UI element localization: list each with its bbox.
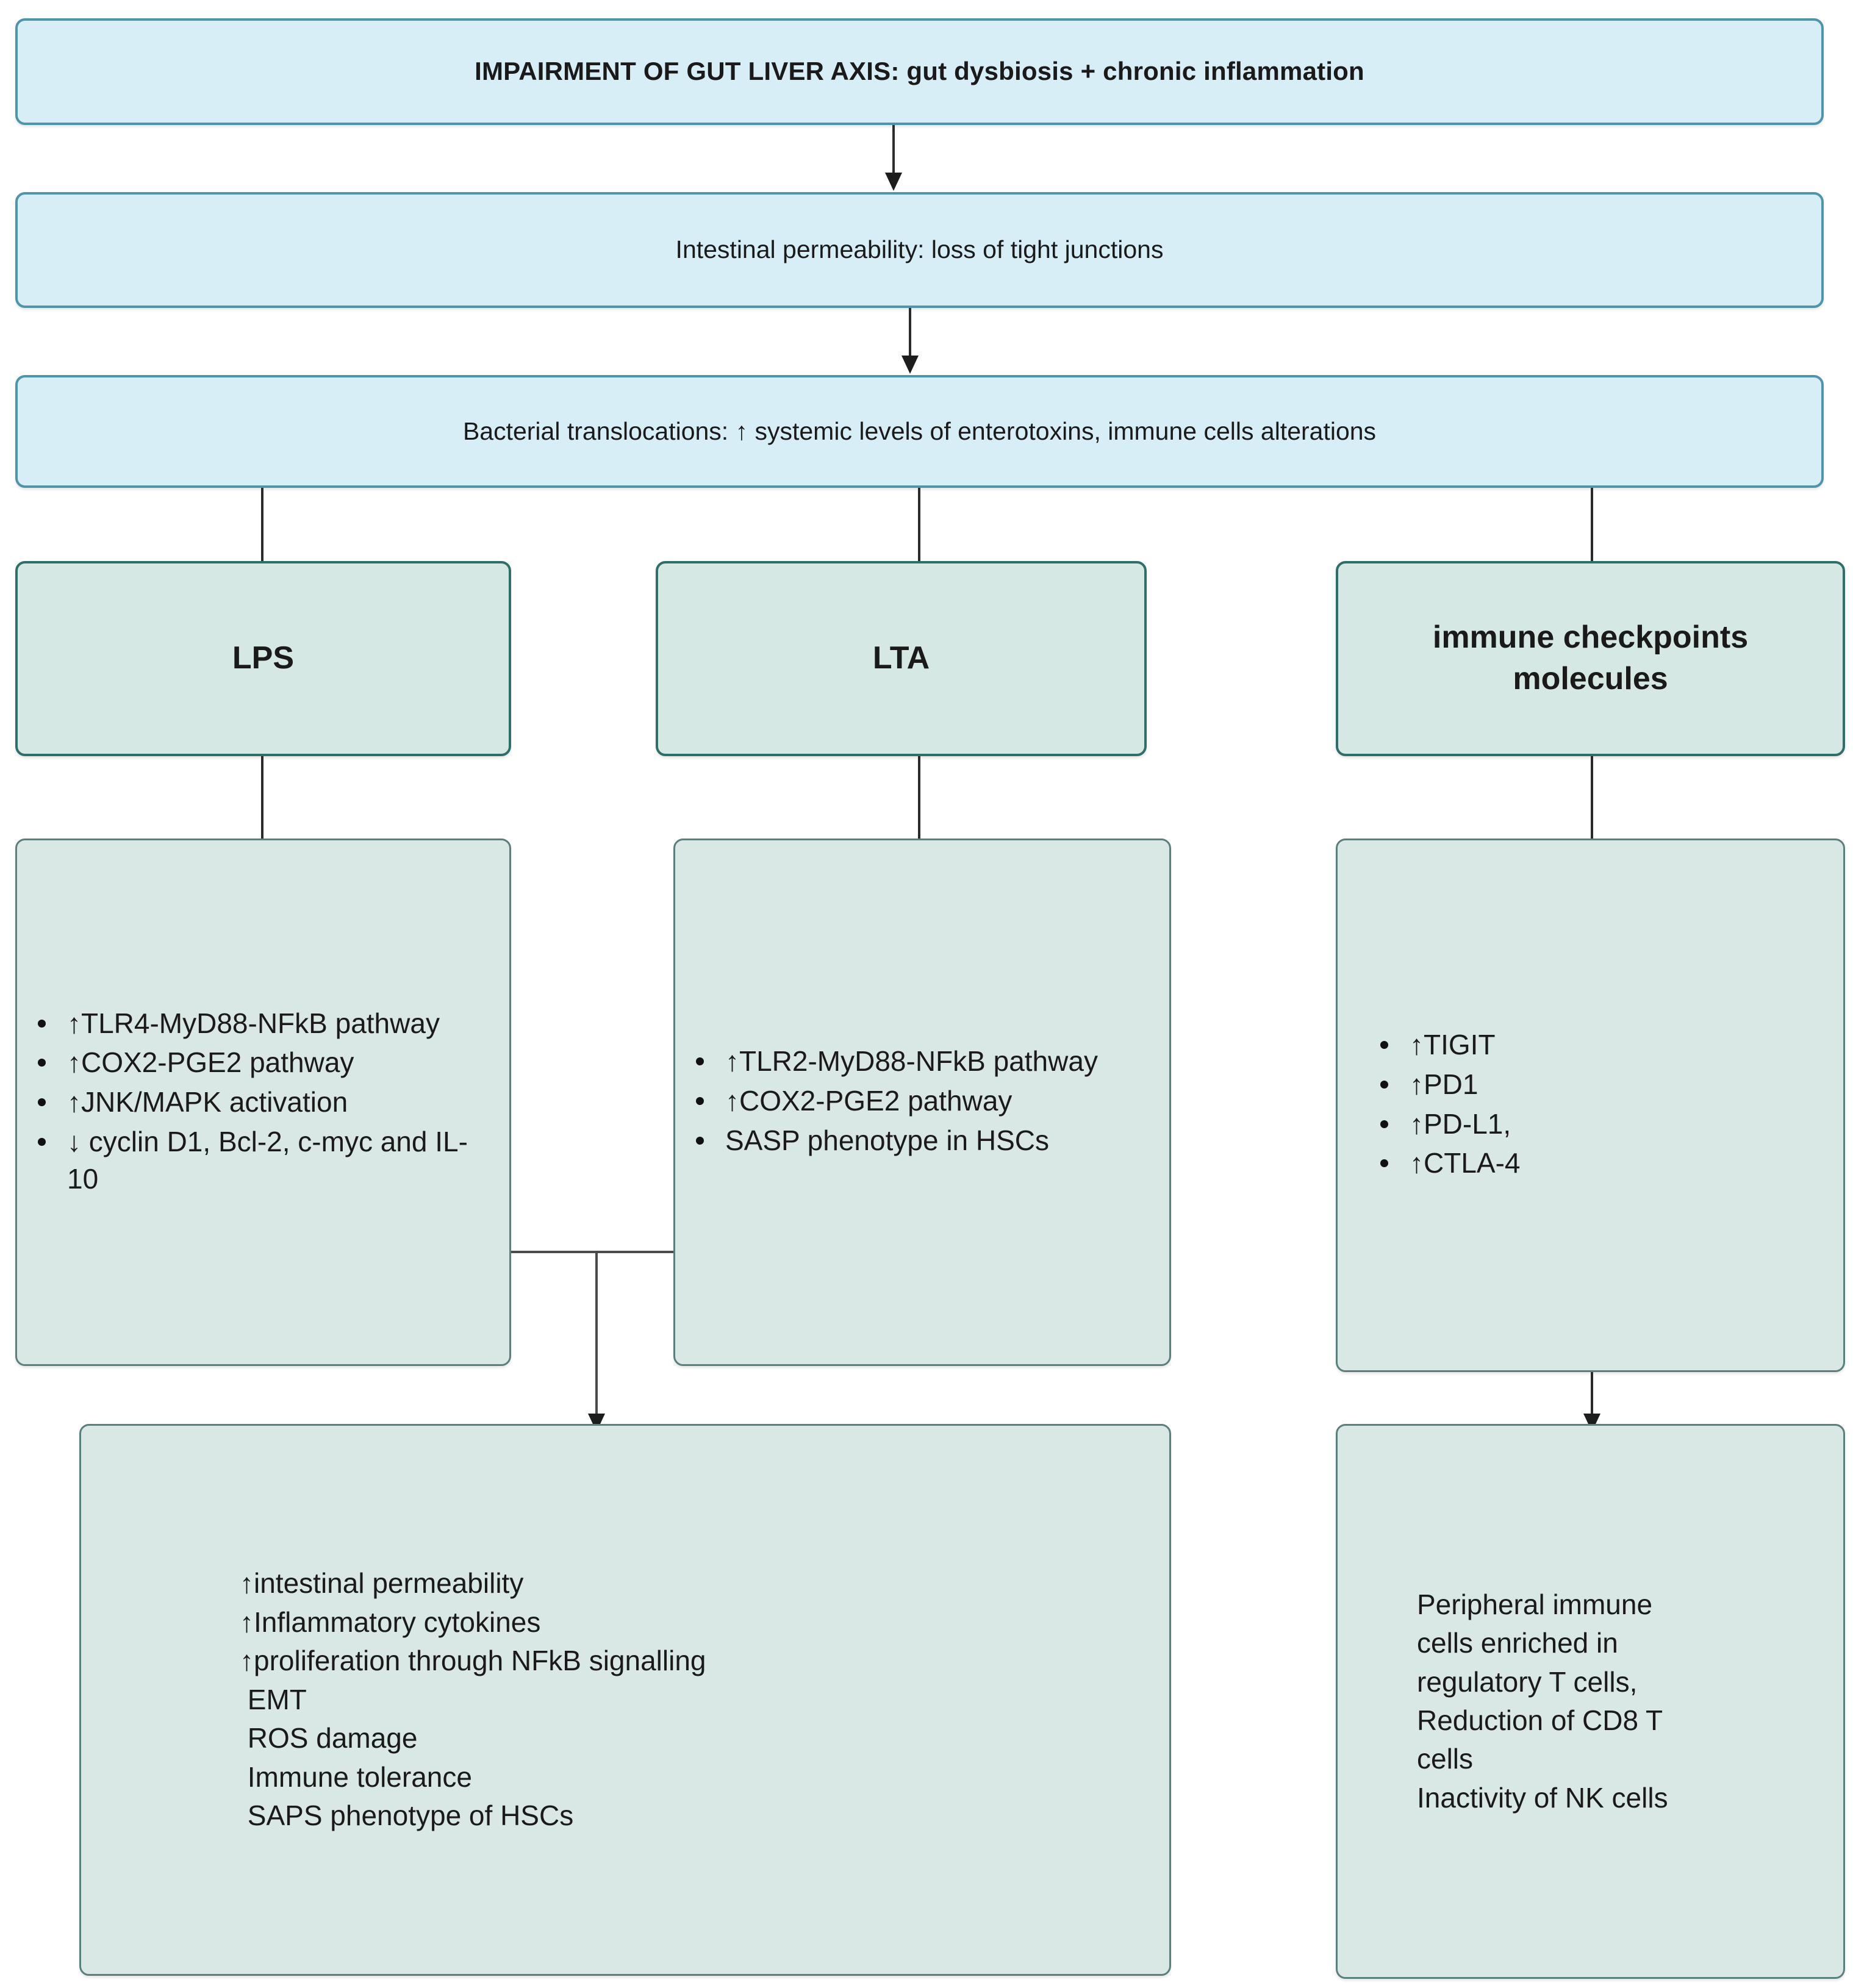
- list-item: EMT: [240, 1683, 307, 1715]
- node-lps-label: LPS: [232, 640, 295, 676]
- list-item: cells: [1417, 1743, 1474, 1775]
- list-item: ↑TIGIT: [1369, 1026, 1821, 1064]
- outcomes-left-box: ↑intestinal permeability ↑Inflammatory cy…: [79, 1424, 1171, 1976]
- lps-details-list: ↑TLR4-MyD88-NFkB pathway↑COX2-PGE2 pathw…: [17, 1005, 509, 1200]
- intestinal-permeability-label: Intestinal permeability: loss of tight j…: [675, 235, 1164, 264]
- connector-lps-to-details: [261, 756, 263, 840]
- list-item: SAPS phenotype of HSCs: [240, 1800, 574, 1832]
- intestinal-permeability-box: Intestinal permeability: loss of tight j…: [15, 192, 1824, 308]
- outcomes-left-list: ↑intestinal permeability ↑Inflammatory cy…: [81, 1564, 1169, 1835]
- list-item: ↓ cyclin D1, Bcl-2, c-myc and IL-10: [27, 1123, 487, 1197]
- connector-translocation-to-lps: [261, 488, 263, 562]
- checkpoints-details-box: ↑TIGIT↑PD1↑PD-L1,↑CTLA-4: [1336, 838, 1845, 1372]
- lta-details-box: ↑TLR2-MyD88-NFkB pathway↑COX2-PGE2 pathw…: [673, 838, 1171, 1366]
- list-item: ↑intestinal permeability: [240, 1567, 524, 1600]
- bacterial-translocations-label: Bacterial translocations: ↑ systemic lev…: [462, 417, 1377, 445]
- list-item: ↑proliferation through NFkB signalling: [240, 1645, 706, 1677]
- connector-translocation-to-lta: [918, 488, 920, 562]
- arrowhead-title-to-permeability: [885, 173, 902, 191]
- list-item: ↑Inflammatory cytokines: [240, 1606, 541, 1638]
- node-immune-checkpoints-label: immune checkpoints molecules: [1432, 620, 1749, 696]
- impairment-gut-liver-axis-box: IMPAIRMENT OF GUT LIVER AXIS: gut dysbio…: [15, 18, 1824, 125]
- connector-title-to-permeability: [892, 125, 895, 174]
- connector-lta-to-details: [918, 756, 920, 840]
- list-item: ↑TLR4-MyD88-NFkB pathway: [27, 1005, 487, 1042]
- lps-details-box: ↑TLR4-MyD88-NFkB pathway↑COX2-PGE2 pathw…: [15, 838, 511, 1366]
- connector-checkpoints-to-details: [1591, 756, 1593, 840]
- list-item: ROS damage: [240, 1722, 418, 1754]
- list-item: ↑PD1: [1369, 1066, 1821, 1103]
- connector-checkpoints-to-outcomes: [1591, 1372, 1593, 1423]
- node-lta-label: LTA: [872, 640, 930, 676]
- lta-details-list: ↑TLR2-MyD88-NFkB pathway↑COX2-PGE2 pathw…: [675, 1043, 1169, 1161]
- outcomes-right-box: Peripheral immune cells enriched in regula…: [1336, 1424, 1845, 1979]
- outcomes-right-list: Peripheral immune cells enriched in regula…: [1338, 1586, 1843, 1818]
- node-lps-box: LPS: [15, 561, 511, 756]
- connector-merge-vertical: [595, 1251, 598, 1423]
- list-item: ↑JNK/MAPK activation: [27, 1084, 487, 1121]
- list-item: cells enriched in: [1417, 1627, 1618, 1659]
- arrowhead-permeability-to-translocation: [901, 356, 919, 374]
- list-item: Inactivity of NK cells: [1417, 1781, 1668, 1814]
- list-item: ↑PD-L1,: [1369, 1106, 1821, 1143]
- impairment-gut-liver-axis-label: IMPAIRMENT OF GUT LIVER AXIS: gut dysbio…: [475, 57, 1364, 86]
- bacterial-translocations-box: Bacterial translocations: ↑ systemic lev…: [15, 375, 1824, 488]
- connector-translocation-to-checkpoints: [1591, 488, 1593, 562]
- list-item: ↑TLR2-MyD88-NFkB pathway: [685, 1043, 1147, 1080]
- list-item: ↑COX2-PGE2 pathway: [27, 1044, 487, 1081]
- node-immune-checkpoints-box: immune checkpoints molecules: [1336, 561, 1845, 756]
- list-item: ↑COX2-PGE2 pathway: [685, 1082, 1147, 1120]
- list-item: Reduction of CD8 T: [1417, 1704, 1663, 1736]
- node-lta-box: LTA: [656, 561, 1147, 756]
- list-item: ↑CTLA-4: [1369, 1145, 1821, 1182]
- list-item: SASP phenotype in HSCs: [685, 1122, 1147, 1159]
- connector-merge-horizontal: [511, 1251, 673, 1253]
- connector-permeability-to-translocation: [909, 308, 911, 357]
- list-item: Immune tolerance: [240, 1761, 472, 1793]
- list-item: Peripheral immune: [1417, 1588, 1653, 1620]
- list-item: regulatory T cells,: [1417, 1665, 1638, 1698]
- checkpoints-details-list: ↑TIGIT↑PD1↑PD-L1,↑CTLA-4: [1338, 1026, 1843, 1184]
